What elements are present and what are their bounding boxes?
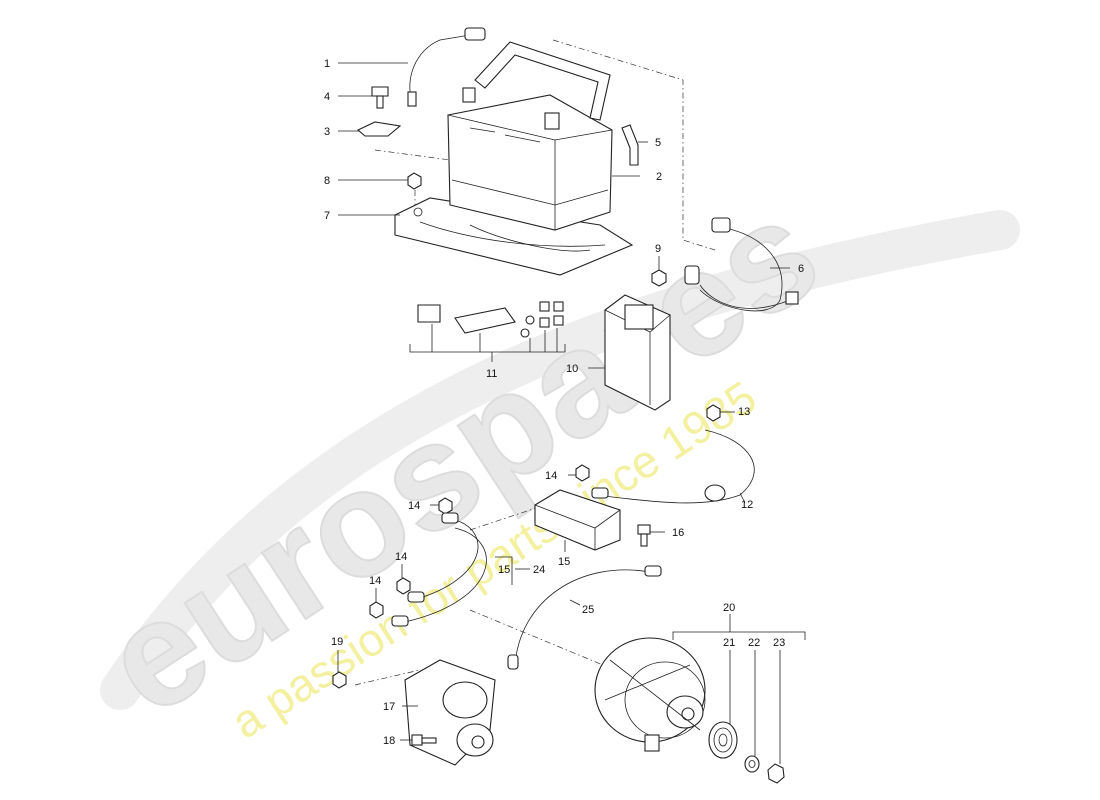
leader-lines — [337, 62, 806, 764]
callout-14d: 14 — [369, 575, 381, 587]
callout-23: 23 — [773, 637, 785, 649]
callout-6: 6 — [798, 263, 804, 275]
callout-9: 9 — [655, 243, 661, 255]
callout-5: 5 — [655, 137, 661, 149]
nuts-14-icon — [369, 464, 590, 619]
callout-2: 2 — [656, 171, 662, 183]
callout-17: 17 — [383, 701, 395, 713]
bolt-icon-16 — [637, 524, 651, 547]
callout-10: 10 — [566, 363, 578, 375]
vent-elbow-icon — [621, 124, 639, 166]
callout-14c: 14 — [395, 551, 407, 563]
battery-cable-icon — [684, 217, 799, 312]
callout-20: 20 — [723, 602, 735, 614]
callout-1: 1 — [324, 58, 330, 70]
callout-4: 4 — [324, 91, 330, 103]
callout-13: 13 — [738, 406, 750, 418]
alternator-cable-icon — [507, 565, 662, 670]
positive-cable-icon — [591, 429, 755, 504]
nut-icon — [407, 172, 422, 190]
washer-icon — [744, 755, 760, 773]
callout-22: 22 — [748, 637, 760, 649]
callout-16: 16 — [672, 527, 684, 539]
starter-motor-icon — [404, 659, 496, 766]
ground-strap-icon — [407, 27, 486, 107]
nut-icon-13 — [706, 404, 721, 422]
callout-24: 24 — [533, 564, 545, 576]
battery-icon — [447, 41, 613, 231]
callout-11: 11 — [486, 368, 497, 380]
callout-19: 19 — [331, 636, 343, 648]
callout-25: 25 — [582, 604, 594, 616]
starter-cables-icon — [391, 512, 487, 627]
callout-14b: 14 — [408, 500, 420, 512]
small-parts-kit-icon — [417, 301, 564, 338]
battery-tray-icon — [394, 197, 634, 276]
terminal-block-icon — [534, 489, 621, 551]
bolt-icon — [371, 86, 389, 109]
callout-3: 3 — [324, 126, 330, 138]
clamp-bracket-icon — [356, 121, 402, 137]
nut-icon-9 — [651, 269, 667, 287]
callout-18: 18 — [383, 735, 395, 747]
control-unit-icon — [604, 294, 671, 411]
nut-icon-19 — [332, 671, 347, 689]
alternator-icon — [594, 637, 706, 752]
pulley-icon — [708, 721, 738, 759]
pulley-nut-icon — [767, 763, 785, 784]
watermark-swoosh — [100, 210, 1020, 710]
callouts: 1 2 3 4 5 6 7 8 9 10 11 12 13 14 14 14 1… — [324, 58, 804, 747]
callout-14a: 14 — [545, 470, 557, 482]
callout-15b: 15 — [498, 564, 510, 576]
callout-21: 21 — [723, 637, 735, 649]
callout-15a: 15 — [558, 556, 570, 568]
callout-12: 12 — [741, 499, 753, 511]
callout-7: 7 — [324, 210, 330, 222]
callout-8: 8 — [324, 175, 330, 187]
